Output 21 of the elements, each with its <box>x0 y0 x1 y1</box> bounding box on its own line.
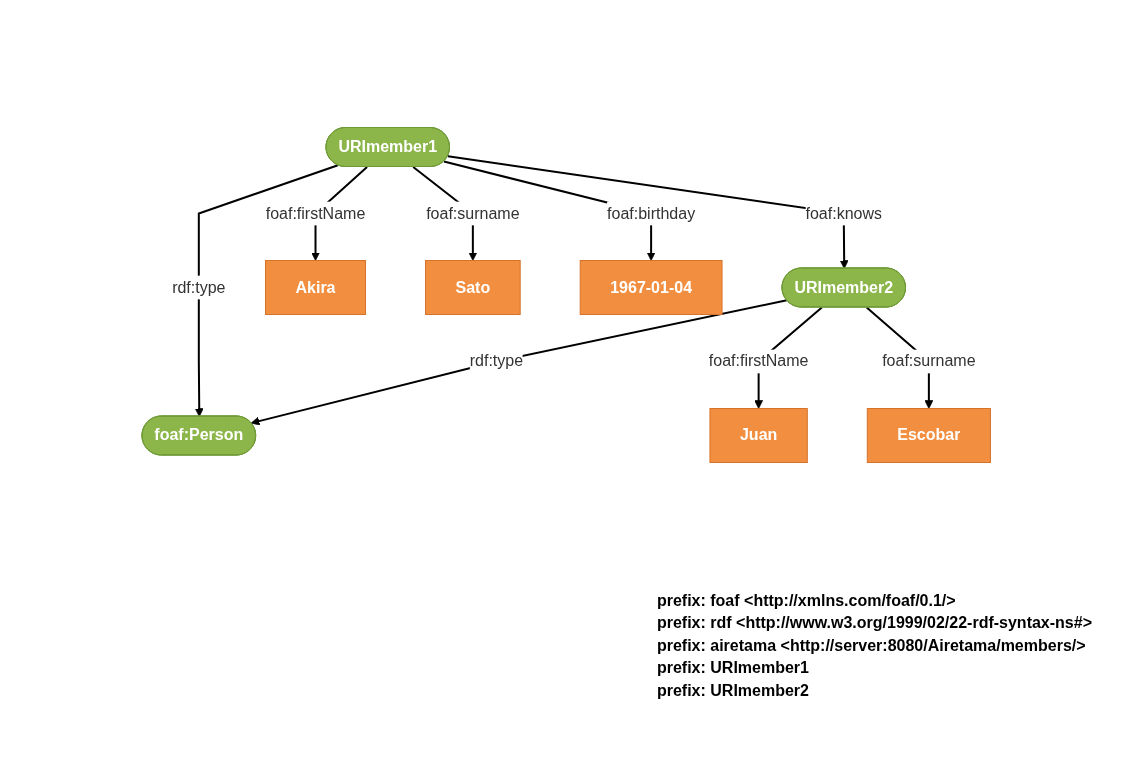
node-box: Akira <box>264 260 366 315</box>
prefix-declaration: prefix: airetama <http://server:8080/Airetama/members/> <box>656 635 1087 656</box>
edge-label: rdf:type <box>171 278 226 296</box>
node-box: Escobar <box>866 408 991 463</box>
arrow <box>446 155 849 269</box>
node-box: Sato <box>424 260 521 315</box>
node-box: Juan <box>709 408 808 463</box>
edge-label: foaf:firstName <box>265 204 366 222</box>
arrow <box>194 164 339 417</box>
prefix-declaration: prefix: foaf <http://xmlns.com/foaf/0.1/> <box>656 591 957 611</box>
edge-label: foaf:surname <box>425 204 520 222</box>
edge-label: foaf:firstName <box>708 352 809 370</box>
node-box: 1967-01-04 <box>579 260 723 315</box>
prefix-declaration: prefix: URImember2 <box>656 680 810 701</box>
edge-label: foaf:knows <box>805 204 882 222</box>
edge-label: foaf:birthday <box>606 204 695 222</box>
edge-label: rdf:type <box>469 352 523 370</box>
prefix-declaration: prefix: rdf <http://www.w3.org/1999/02/22-rdf-syntax-ns#> <box>656 613 1092 634</box>
arrow <box>250 299 788 426</box>
prefix-declaration: prefix: URImember1 <box>656 658 810 679</box>
edge-label: foaf:surname <box>881 352 976 370</box>
